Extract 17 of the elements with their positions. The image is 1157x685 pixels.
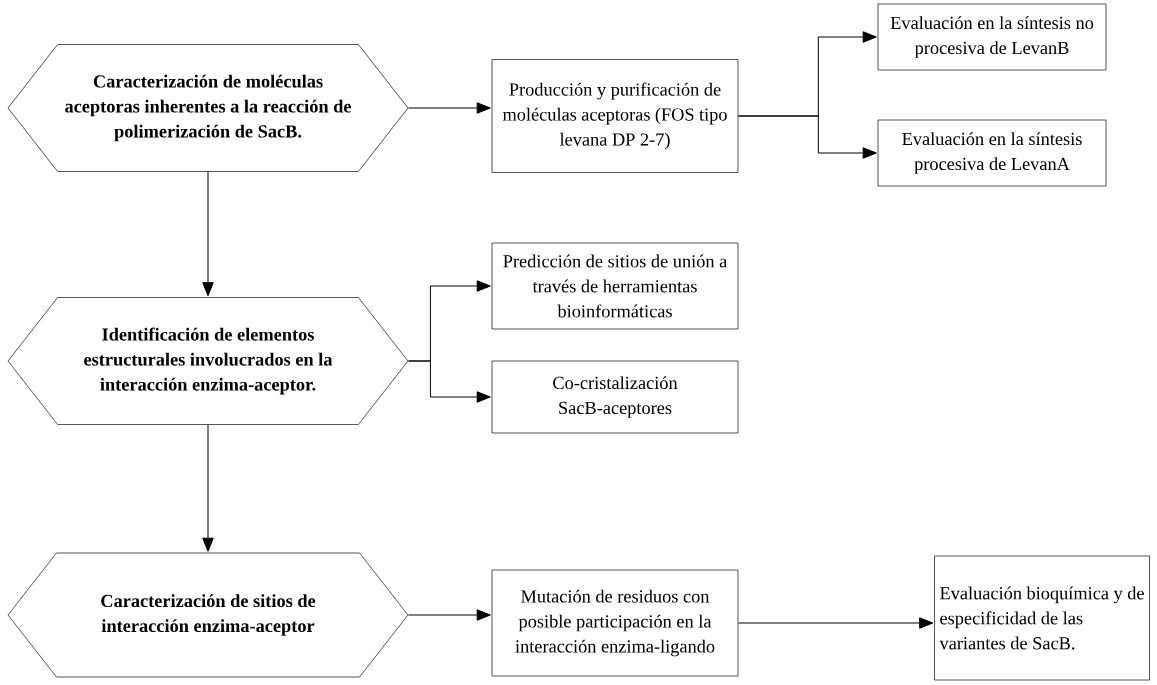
hexagon-box: Caracterización de sitios de interacción enzima-aceptor [7,552,409,678]
process-box: Evaluación bioquímica y de especificidad de las variantes de SacB. [934,555,1150,681]
arrow [407,609,491,621]
process-box: Producción y purificación de moléculas aceptoras (FOS tipo levana DP 2-7) [491,59,739,173]
arrow [202,171,214,297]
arrow [407,102,491,114]
arrow [737,115,877,159]
hexagon-box: Identificación de elementos estructurales involucrados en la interacción enzima-aceptor. [7,297,409,425]
hexagon-box: Caracterización de moléculas aceptoras inherentes a la reacción de polimerización de SacB. [7,44,409,172]
arrow [202,424,214,552]
process-box: Co-cristalización SacB-aceptores [491,360,739,434]
process-box: Predicción de sitios de unión a través de herramientas bioinformáticas [491,242,739,330]
process-box: Evaluación en la síntesis procesiva de LevanA [877,119,1107,187]
arrow [737,617,934,629]
process-box: Mutación de residuos con posible participación en la interacción enzima-ligando [491,569,739,677]
arrow [407,360,491,403]
process-box: Evaluación en la síntesis no procesiva de LevanB [877,3,1107,71]
